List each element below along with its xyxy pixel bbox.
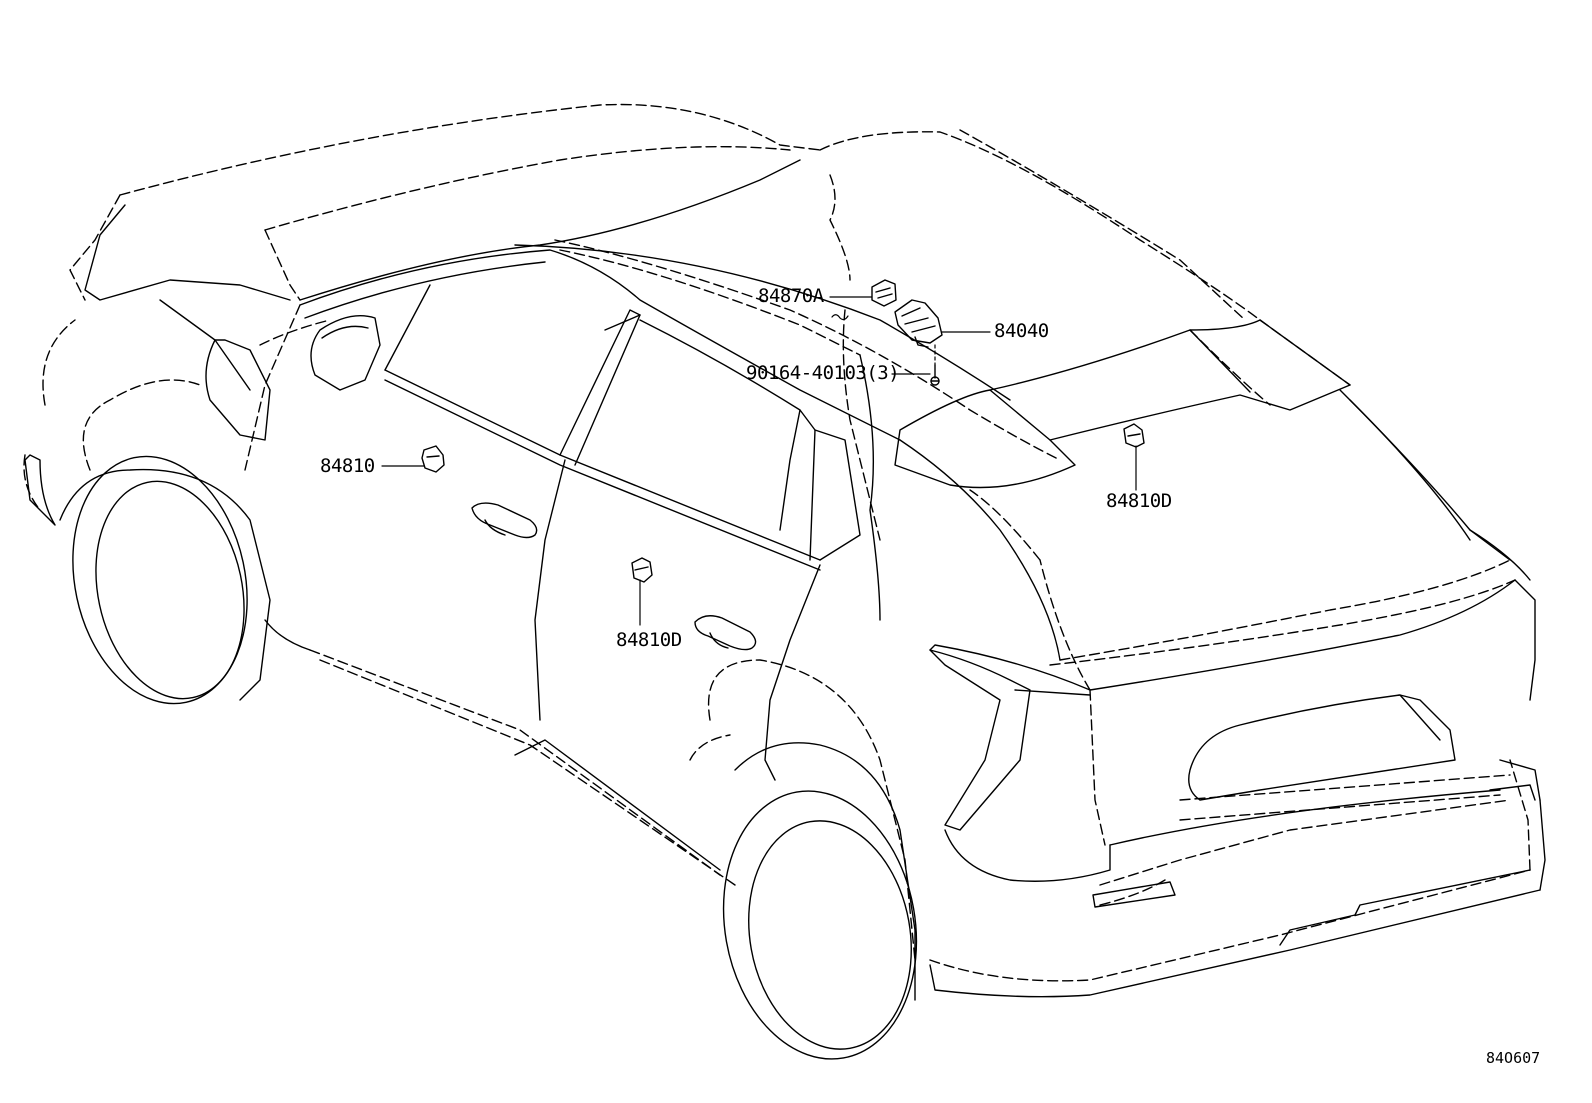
part-84810D-back-door-icon: [1123, 423, 1145, 448]
label-90164-40103: 90164-40103(3): [746, 362, 900, 384]
label-84870A: 84870A: [758, 285, 824, 307]
part-84870A-icon: [871, 279, 897, 307]
figure-code: 84O607: [1486, 1049, 1541, 1067]
part-84040-icon: [894, 299, 943, 348]
label-84040: 84040: [994, 320, 1049, 342]
screw-icon: [930, 364, 940, 386]
leader-lines: [381, 296, 1137, 626]
label-84810D-rear-door: 84810D: [616, 629, 682, 651]
hidden-body-lines: [23, 103, 1531, 982]
part-84810-front-door-icon: [421, 445, 445, 473]
part-84810D-rear-door-icon: [631, 557, 653, 583]
label-84810D-back-door: 84810D: [1106, 490, 1172, 512]
label-84810: 84810: [320, 455, 375, 477]
visible-body-lines: [24, 159, 1546, 1060]
